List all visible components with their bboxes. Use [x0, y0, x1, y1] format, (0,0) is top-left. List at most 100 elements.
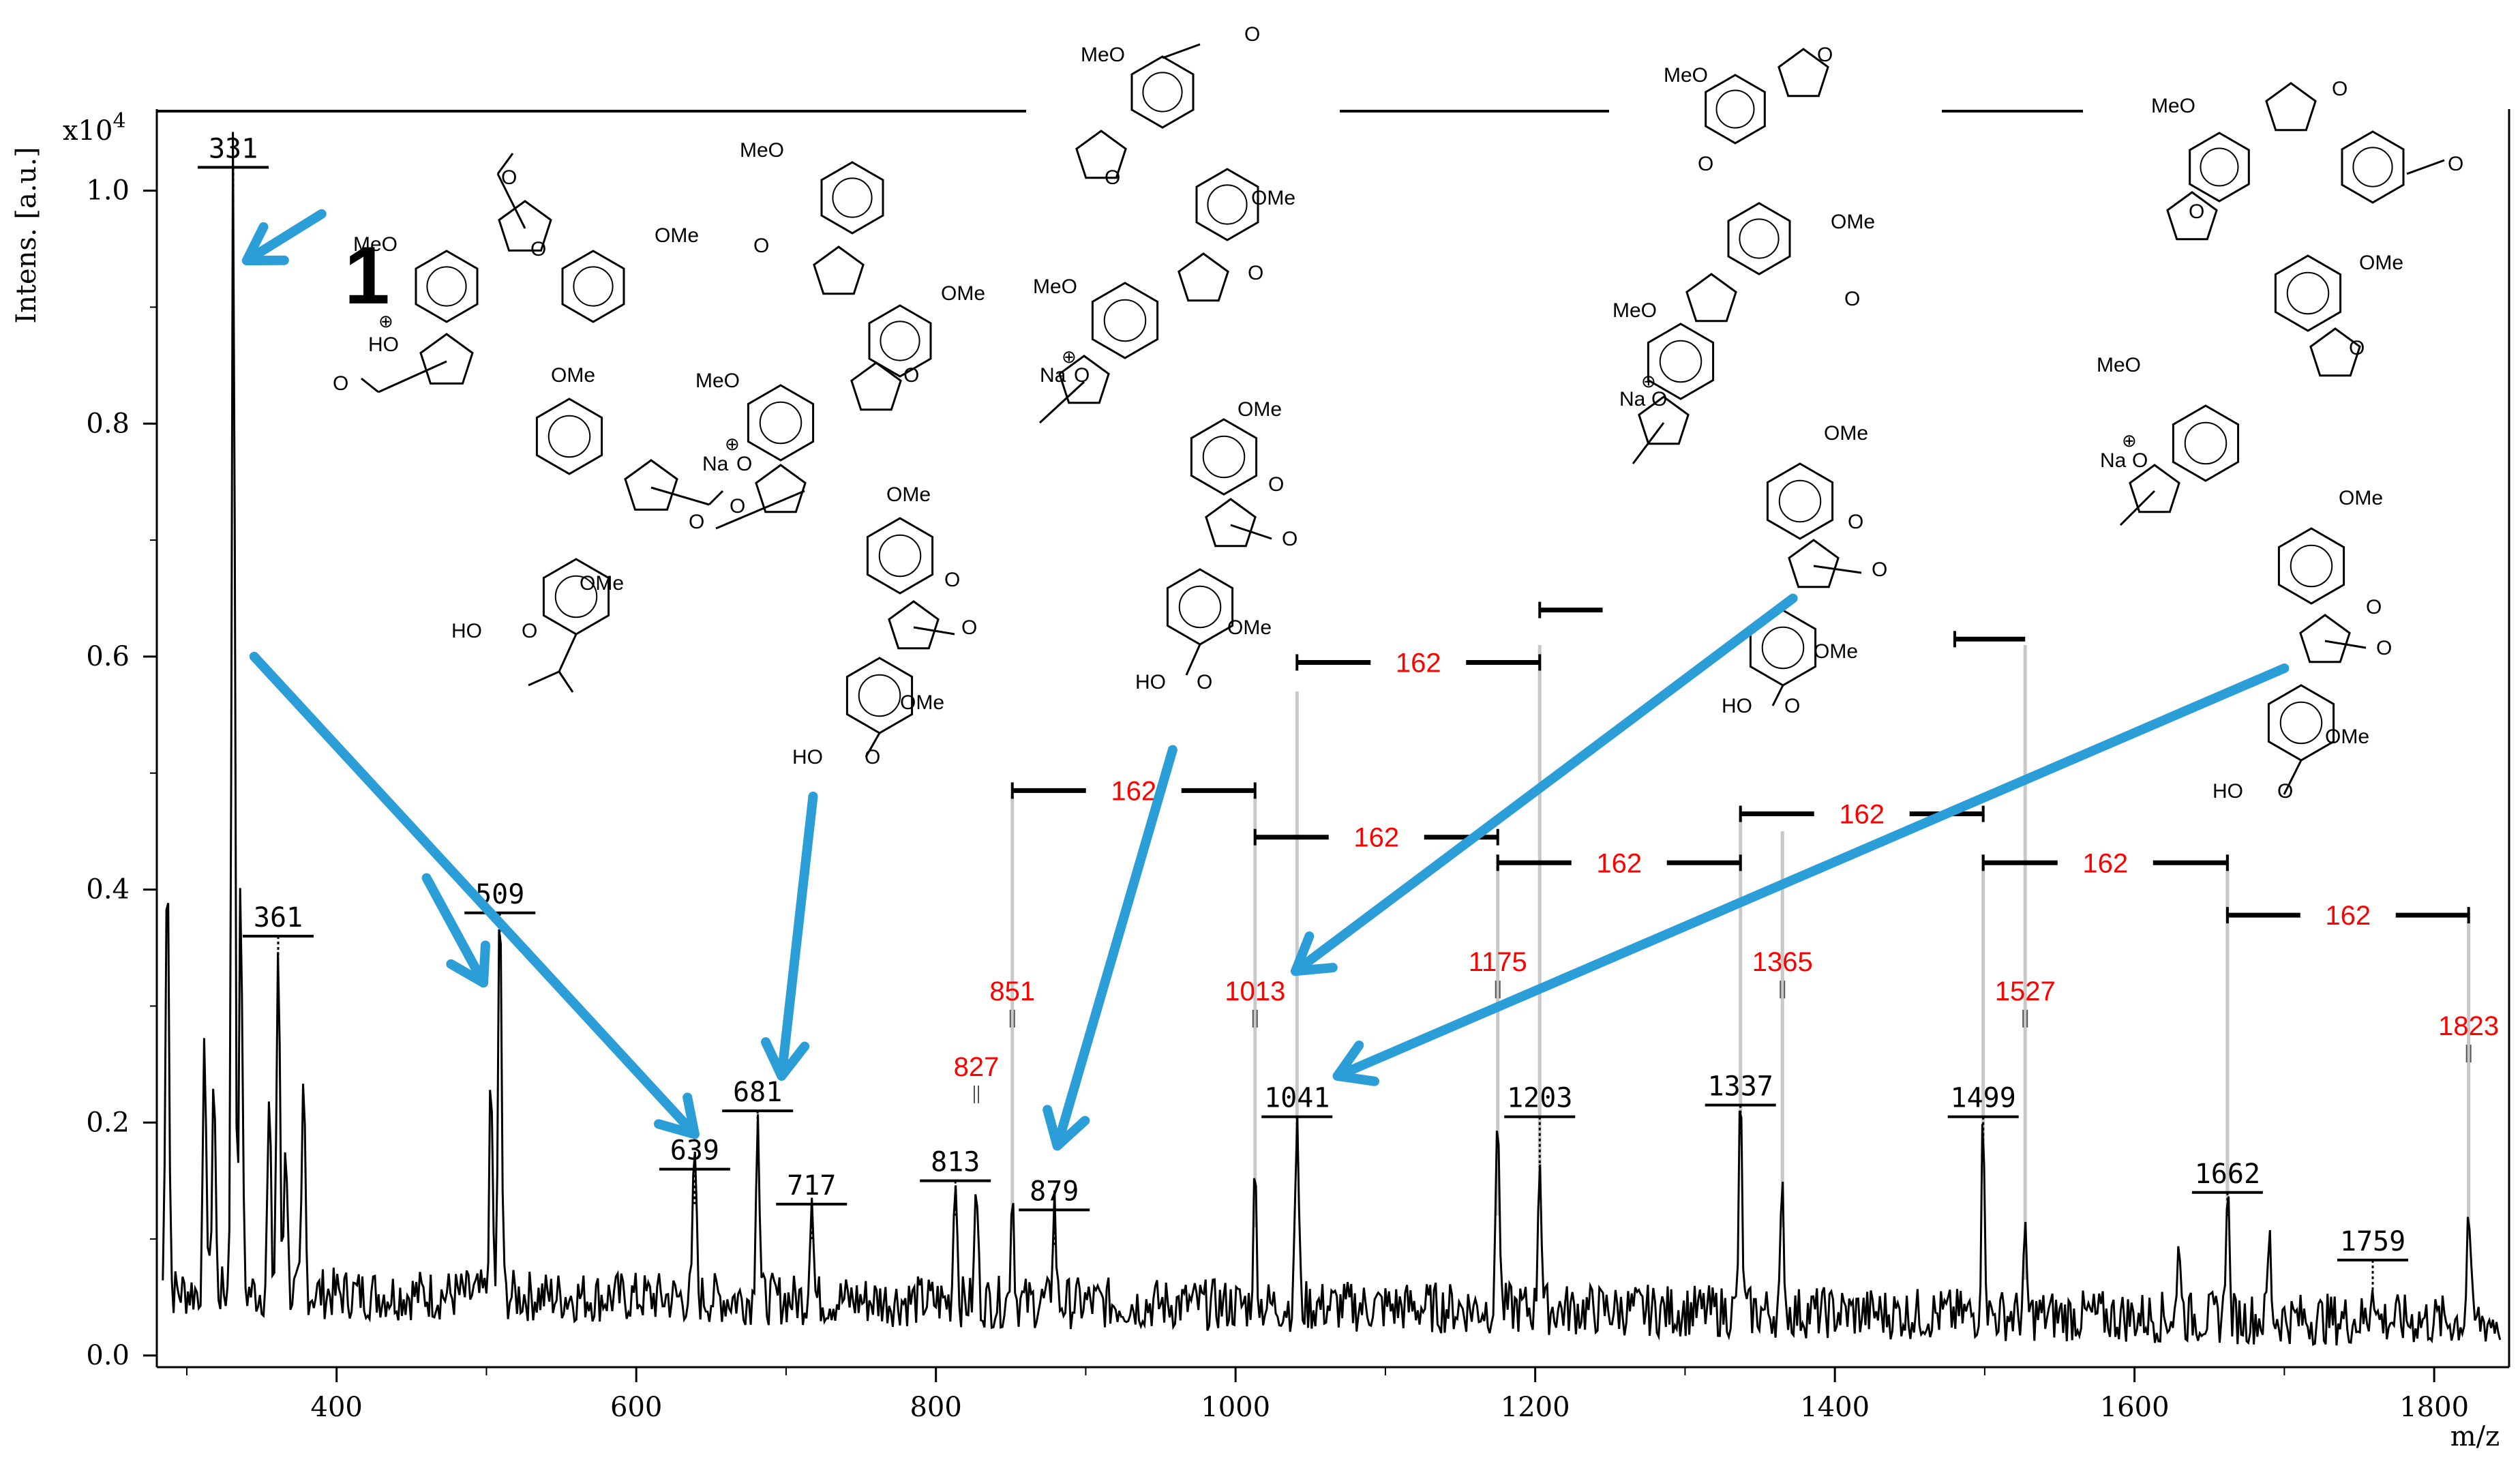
mass-diff-label: 162 — [1111, 776, 1156, 806]
furan-ring — [1788, 539, 1840, 588]
atom-label: O — [1197, 671, 1212, 693]
x-tick-label: 600 — [610, 1392, 662, 1423]
peak-label: 813 — [931, 1147, 980, 1178]
bond — [1632, 422, 1665, 464]
atom-label: O — [1282, 528, 1298, 550]
bond — [1771, 685, 1784, 706]
furan-ring — [2265, 82, 2317, 132]
atom-label: O — [1244, 23, 1260, 46]
structure-arrowhead — [446, 940, 490, 988]
benzene-ring — [1130, 55, 1195, 129]
compound-number-label: 1 — [344, 230, 390, 321]
bond — [558, 633, 578, 672]
atom-label: O — [736, 453, 752, 475]
y-tick-label: 0.0 — [86, 1340, 130, 1371]
furan-ring — [624, 459, 678, 511]
peak-label: 1759 — [2340, 1226, 2405, 1257]
atom-label: O — [530, 238, 546, 260]
atom-label: O — [2277, 780, 2293, 803]
atom-label: OMe — [1251, 187, 1295, 209]
aromatic-circle — [1103, 299, 1147, 342]
x-tick-label: 1000 — [1201, 1392, 1270, 1423]
bond — [361, 377, 379, 393]
atom-label: HO — [451, 620, 482, 642]
aromatic-circle — [878, 534, 922, 578]
bond — [715, 490, 805, 530]
aromatic-circle — [548, 415, 591, 458]
aromatic-circle — [1739, 218, 1780, 259]
benzene-ring — [820, 161, 884, 235]
atom-label: MeO — [1612, 299, 1657, 322]
atom-label: MeO — [2097, 354, 2141, 376]
x-tick-label: 1400 — [1800, 1392, 1870, 1423]
y-tick-label: 1.0 — [86, 175, 130, 207]
atom-label: O — [2376, 637, 2392, 659]
benzene-ring — [1190, 418, 1258, 496]
atom-label: O — [944, 569, 960, 591]
red-peak-label: 1527 — [1995, 976, 2056, 1006]
benzene-ring — [2341, 130, 2405, 204]
aromatic-circle — [832, 177, 873, 218]
benzene-ring — [415, 250, 479, 323]
benzene-ring — [535, 398, 603, 475]
bond — [1038, 380, 1085, 424]
atom-label: Na — [702, 453, 729, 475]
furan-ring — [888, 600, 940, 650]
atom-label: HO — [1722, 695, 1752, 717]
furan-ring — [1638, 395, 1690, 445]
peak-label: 1499 — [1951, 1083, 2016, 1114]
bond — [558, 671, 574, 693]
aromatic-circle — [2279, 701, 2323, 745]
red-peak-label: 827 — [954, 1052, 1000, 1082]
structure-arrowhead — [653, 1092, 700, 1139]
furan-ring — [419, 333, 474, 385]
aromatic-circle — [2290, 544, 2333, 588]
bond — [650, 486, 710, 506]
atom-label: O — [1848, 511, 1863, 533]
atom-label: ⊕ — [1062, 346, 1077, 367]
peak-label: 1662 — [2195, 1159, 2260, 1190]
atom-label: O — [689, 511, 704, 533]
structure-arrow — [241, 209, 327, 266]
furan-ring — [813, 245, 865, 295]
peak-label: 639 — [670, 1135, 719, 1167]
aromatic-circle — [2184, 421, 2228, 465]
bond — [1230, 524, 1272, 540]
aromatic-circle — [1761, 626, 1805, 670]
atom-label: O — [1268, 473, 1284, 496]
peak-label: 361 — [254, 902, 303, 933]
aromatic-circle — [1778, 479, 1822, 523]
bond — [1162, 43, 1201, 59]
axes-layer: Intens. [a.u.] x104 m/z — [11, 109, 2510, 1452]
red-peak-label: 1175 — [1469, 947, 1527, 977]
benzene-ring — [561, 250, 625, 323]
y-tick-label: 0.2 — [86, 1107, 130, 1138]
atom-label: Na — [1040, 364, 1066, 387]
atom-label: OMe — [2339, 487, 2383, 509]
atom-label: O — [961, 616, 977, 639]
bond — [496, 173, 526, 229]
atom-label: O — [753, 235, 769, 257]
furan-ring — [1685, 273, 1737, 323]
atom-label: O — [1248, 262, 1263, 284]
red-peak-label: 851 — [989, 976, 1035, 1006]
mass-diff-label: 162 — [1353, 823, 1399, 853]
furan-ring — [755, 464, 807, 513]
structure-arrowhead — [761, 1037, 810, 1081]
atom-label: O — [2132, 449, 2148, 472]
atom-label: O — [1651, 388, 1667, 410]
structure-arrowhead — [1042, 1105, 1090, 1151]
atom-label: OMe — [1814, 640, 1858, 663]
atom-label: OMe — [655, 224, 699, 247]
atom-label: OMe — [2325, 726, 2369, 748]
aromatic-circle — [1142, 72, 1183, 113]
furan-ring — [2299, 614, 2351, 663]
y-tick-label: 0.6 — [86, 641, 130, 672]
aromatic-circle — [1202, 435, 1246, 479]
peak-label: 331 — [209, 133, 258, 164]
atom-label: O — [1105, 166, 1120, 189]
red-peak-label: 1365 — [1752, 947, 1813, 977]
atom-label: HO — [1135, 671, 1166, 693]
